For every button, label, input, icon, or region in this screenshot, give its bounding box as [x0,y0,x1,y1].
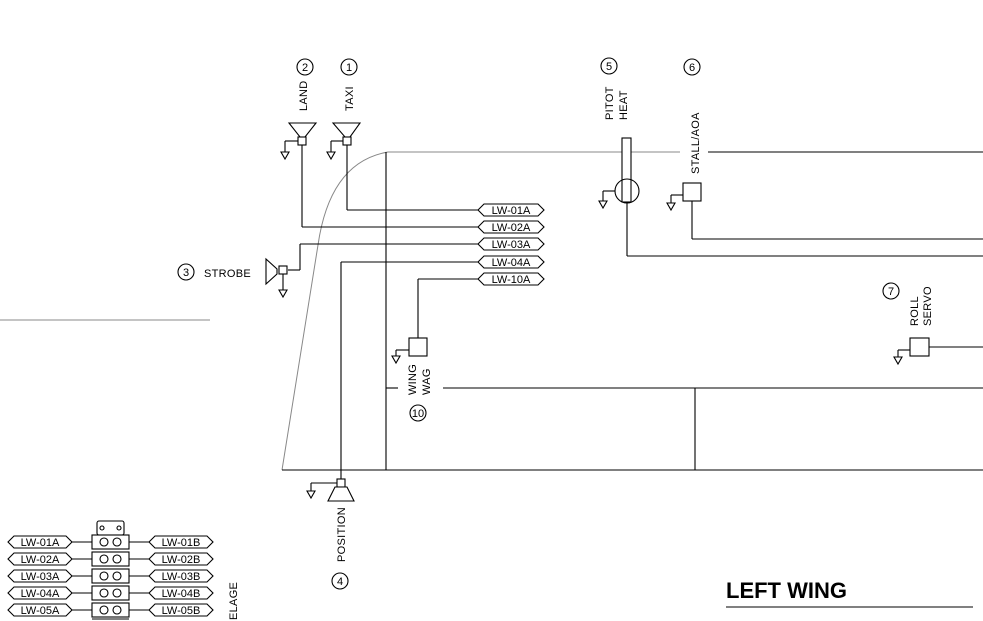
lamp-icon [331,122,362,138]
wire-tag-label: LW-10A [492,274,531,286]
terminal-row: LW-05A LW-05B [7,602,214,618]
wing-wag: WING WAG 10 [391,337,433,422]
ground-icon [666,202,676,212]
lamp-icon [265,257,278,286]
lamp-icon [287,122,318,138]
component-label: POSITION [336,507,348,562]
ground-icon [598,200,608,210]
callout-circle-icon [340,58,358,76]
component-label: HEAT [618,90,630,120]
component-label: SERVO [922,286,934,326]
terminal-row: LW-04A LW-04B [7,585,214,601]
terminal-right-label: LW-03B [162,571,201,583]
component-label: STROBE [204,268,251,280]
ground-icon [391,355,401,365]
ground-icon [280,151,290,161]
terminal-left-label: LW-02A [21,554,60,566]
callout-number: 5 [606,61,612,73]
terminal-left-label: LW-05A [21,605,60,617]
strobe-light: 3 STROBE [177,257,288,299]
wire-tag: LW-04A [477,255,545,269]
component-label: STALL/AOA [690,112,702,174]
wing-outline [0,151,983,471]
wires [288,145,983,479]
wire-tag-label: LW-04A [492,257,531,269]
callout-circle-icon [882,282,900,300]
callout-number: 3 [183,267,189,279]
title-block: LEFT WING [726,578,973,608]
wire-tag: LW-02A [477,220,545,234]
stall-aoa: 6 STALL/AOA [666,58,702,212]
component-label: TAXI [344,86,356,111]
terminal-right-label: LW-02B [162,554,201,566]
terminal-block: LW-01A LW-01B LW-02A LW-02B LW-03A LW-03… [7,520,214,620]
component-label: WING [407,364,419,395]
position-light: POSITION 4 [306,478,355,590]
component-label: PITOT [604,86,616,120]
wire-tag-label: LW-02A [492,222,531,234]
callout-number: 1 [346,62,352,74]
fuselage-label: ELAGE [228,582,240,620]
terminal-right-label: LW-01B [162,537,201,549]
terminal-left-label: LW-03A [21,571,60,583]
terminal-left-label: LW-04A [21,588,60,600]
callout-number: 7 [888,286,894,298]
terminal-row: LW-03A LW-03B [7,568,214,584]
callout-circle-icon [600,57,618,75]
wire-tag-label: LW-01A [492,205,531,217]
callout-number: 6 [689,62,695,74]
wire-tag-label: LW-03A [492,239,531,251]
wire-tag: LW-10A [477,272,545,286]
callout-circle-icon [409,404,427,422]
terminal-left-label: LW-01A [21,537,60,549]
page-title: LEFT WING [726,578,847,603]
terminal-row: LW-02A LW-02B [7,551,214,567]
land-light: 2 LAND [280,58,318,161]
lamp-icon [327,486,355,502]
component-label: LAND [298,80,310,111]
wire-tag: LW-03A [477,237,545,251]
callout-circle-icon [683,58,701,76]
servo-box-icon [909,337,930,357]
roll-servo: 7 ROLL SERVO [882,282,934,366]
wire-tag: LW-01A [477,203,545,217]
ground-icon [278,289,288,299]
callout-number: 10 [412,408,424,420]
ground-icon [306,490,316,500]
terminal-right-label: LW-04B [162,588,201,600]
callout-circle-icon [177,263,195,281]
callout-circle-icon [331,572,349,590]
ground-icon [326,151,336,161]
terminal-right-label: LW-05B [162,605,201,617]
callout-number: 2 [302,62,308,74]
component-label: WAG [421,368,433,395]
sensor-box-icon [682,182,702,202]
callout-number: 4 [337,576,343,588]
callout-circle-icon [296,58,314,76]
sensor-box-icon [408,337,428,357]
pitot-heat: 5 PITOT HEAT [598,57,640,210]
wire-tags: LW-01A LW-02A LW-03A LW-04A LW-10A [477,203,545,286]
terminal-row: LW-01A LW-01B [7,534,214,550]
taxi-light: 1 TAXI [326,58,362,161]
ground-icon [893,356,903,366]
pitot-tube-icon [621,137,632,203]
component-label: ROLL [909,296,921,326]
